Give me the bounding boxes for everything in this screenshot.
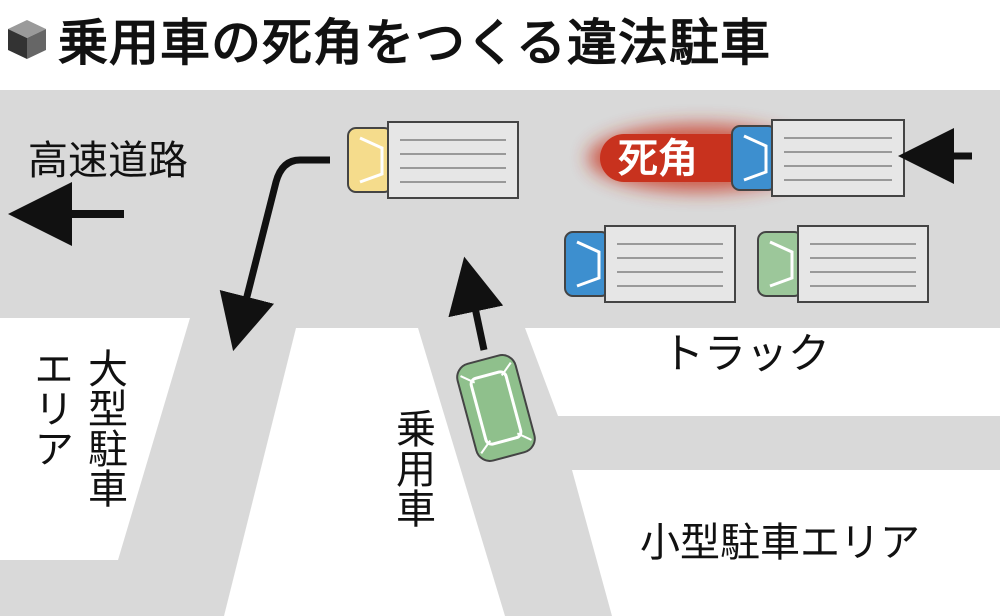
center-lot	[224, 328, 505, 616]
passenger-car-label: 乗用車	[389, 408, 435, 528]
parking-diagram: 高速道路 死角 トラック 小型駐車エリア 乗用車 大型駐車 エリア	[0, 90, 1000, 616]
small-parking-label: 小型駐車エリア	[640, 520, 920, 566]
curved-arrow-down-icon	[219, 156, 330, 352]
large-parking-label: 大型駐車	[81, 348, 127, 508]
truck-blue-top	[731, 119, 905, 197]
page-title: 乗用車の死角をつくる違法駐車	[58, 14, 771, 72]
small-parking-lot	[572, 470, 1000, 616]
large-parking-lot	[0, 318, 190, 560]
passenger-car	[456, 354, 536, 462]
title-bar: 乗用車の死角をつくる違法駐車	[0, 0, 1000, 78]
truck-green	[757, 225, 929, 303]
blind-spot-label: 死角	[618, 136, 698, 182]
truck-lot	[525, 328, 1000, 416]
large-parking-label-cont: エリア	[27, 348, 73, 468]
expressway-label: 高速道路	[28, 138, 188, 184]
cube-icon	[8, 20, 46, 59]
trucks-label: トラック	[662, 329, 830, 378]
truck-blue-bottom	[564, 225, 736, 303]
truck-yellow	[347, 121, 519, 199]
arrow-up-icon	[448, 256, 504, 351]
